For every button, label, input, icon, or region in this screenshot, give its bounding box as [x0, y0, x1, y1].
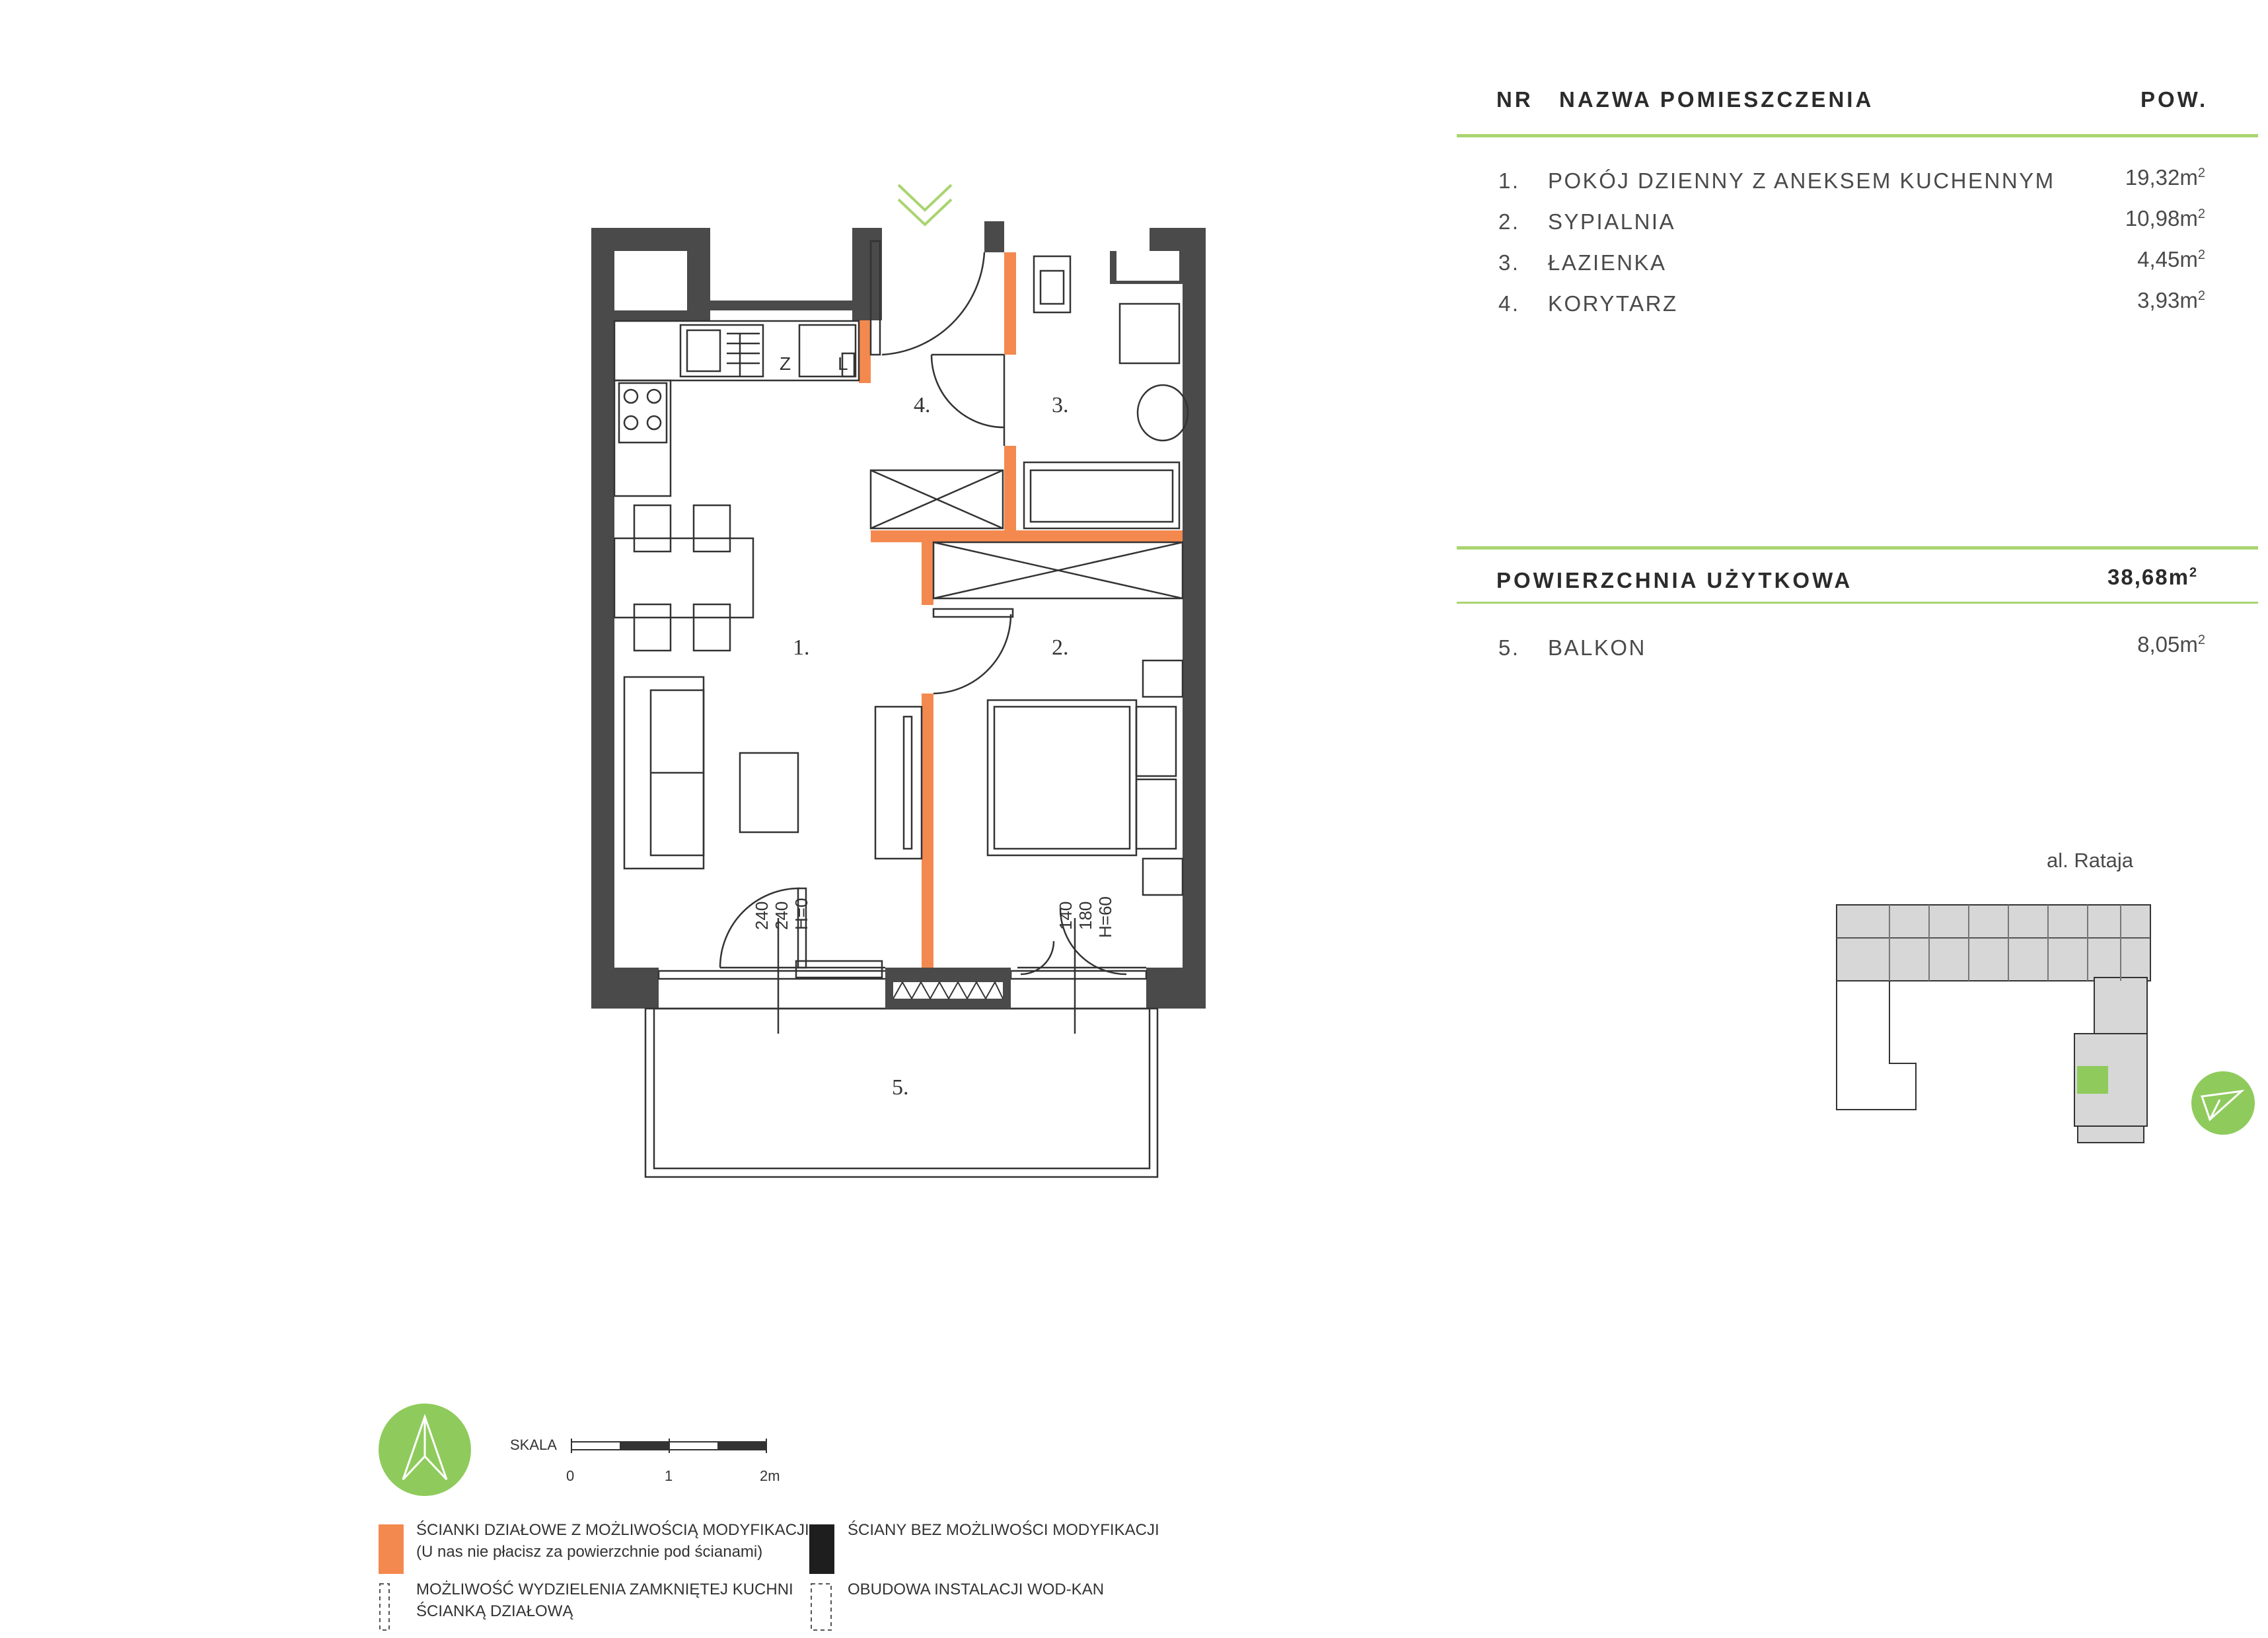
street-label: al. Rataja — [2047, 849, 2133, 872]
scale-label: SKALA — [510, 1437, 557, 1453]
row-nr: 4. — [1498, 291, 1520, 316]
interior-lines — [613, 240, 1189, 1178]
row-name: SYPIALNIA — [1548, 209, 1676, 234]
room-label-living: 1. — [793, 635, 810, 660]
legend-orange: ŚCIANKI DZIAŁOWE Z MOŻLIWOŚCIĄ MODYFIKAC… — [416, 1519, 809, 1563]
balcony-name: BALKON — [1548, 635, 1646, 660]
kitchen-letter-l: L — [838, 353, 848, 374]
total-label: POWIERZCHNIA UŻYTKOWA — [1496, 568, 1853, 592]
total-rule-top — [1457, 546, 2258, 550]
structural-walls — [591, 221, 1206, 1009]
row-area: 4,45m2 — [2137, 247, 2205, 271]
header-rule — [1457, 134, 2258, 137]
row-nr: 1. — [1498, 168, 1520, 193]
row-name: KORYTARZ — [1548, 291, 1678, 316]
dim-left-1: 240 — [752, 901, 772, 930]
balcony-area: 8,05m2 — [2137, 632, 2205, 657]
kitchen-letter-z: Z — [780, 353, 791, 374]
room-label-bathroom: 3. — [1052, 393, 1069, 417]
balcony-nr: 5. — [1498, 635, 1520, 660]
legend-kitchen: MOŻLIWOŚĆ WYDZIELENIA ZAMKNIĘTEJ KUCHNI … — [416, 1579, 793, 1622]
dim-right-1: 140 — [1056, 901, 1076, 930]
scale-bar — [571, 1439, 767, 1453]
room-label-balcony: 5. — [892, 1075, 909, 1100]
site-plan — [1836, 904, 2151, 1143]
row-nr: 2. — [1498, 209, 1520, 234]
legend-black: ŚCIANY BEZ MOŻLIWOŚCI MODYFIKACJI — [848, 1521, 1159, 1539]
legend-swatches — [379, 1524, 834, 1631]
dim-left-2: 240 — [772, 901, 791, 930]
total-rule-bottom — [1457, 602, 2258, 604]
row-name: POKÓJ DZIENNY Z ANEKSEM KUCHENNYM — [1548, 168, 2055, 193]
room-label-bedroom: 2. — [1052, 635, 1069, 660]
modifiable-partitions — [859, 252, 1183, 968]
dim-right-3: H=60 — [1095, 896, 1115, 938]
scale-tick-1: 1 — [665, 1468, 673, 1484]
legend-install: OBUDOWA INSTALACJI WOD-KAN — [848, 1581, 1105, 1598]
legend-kitchen-line1: MOŻLIWOŚĆ WYDZIELENIA ZAMKNIĘTEJ KUCHNI — [416, 1581, 793, 1598]
entrance-chevron-icon — [897, 184, 953, 227]
north-arrow-icon — [379, 1404, 471, 1496]
dim-right-2: 180 — [1076, 901, 1095, 930]
legend-kitchen-line2: ŚCIANKĄ DZIAŁOWĄ — [416, 1602, 573, 1620]
row-area: 3,93m2 — [2137, 288, 2205, 312]
header-nr: NR — [1496, 87, 1533, 112]
header-area: POW. — [2140, 87, 2209, 112]
scale-tick-0: 0 — [566, 1468, 575, 1484]
site-north-arrow-icon — [2191, 1071, 2255, 1135]
legend-orange-line1: ŚCIANKI DZIAŁOWE Z MOŻLIWOŚCIĄ MODYFIKAC… — [416, 1521, 809, 1539]
row-area: 10,98m2 — [2125, 206, 2205, 231]
dim-left-3: H=0 — [791, 898, 811, 930]
row-name: ŁAZIENKA — [1548, 250, 1667, 275]
room-label-corridor: 4. — [914, 393, 931, 417]
row-nr: 3. — [1498, 250, 1520, 275]
legend-orange-line2: (U nas nie płacisz za powierzchnie pod ś… — [416, 1543, 763, 1561]
row-area: 19,32m2 — [2125, 165, 2205, 190]
header-room-name: NAZWA POMIESZCZENIA — [1559, 87, 1874, 112]
total-area: 38,68m2 — [2107, 565, 2199, 589]
scale-tick-2: 2m — [760, 1468, 780, 1484]
window-sill — [885, 968, 1011, 1009]
